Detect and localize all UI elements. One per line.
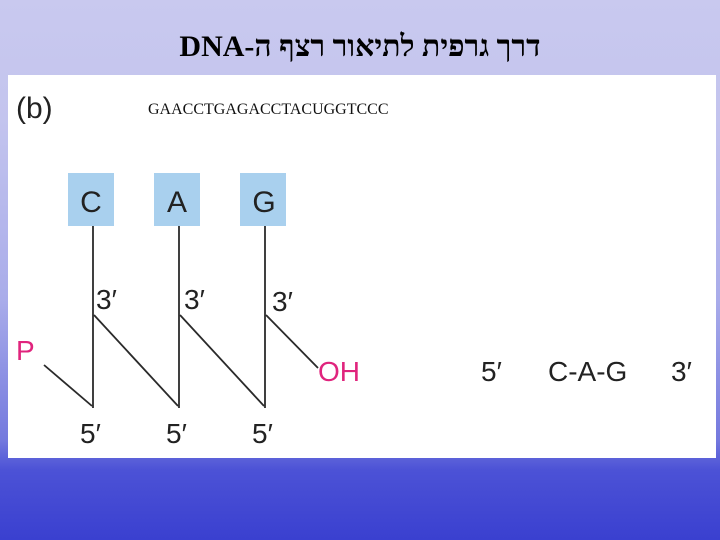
slide-title: דרך גרפית לתיאור רצף ה-DNA (179, 30, 541, 63)
phosphate-link-1 (93, 314, 179, 407)
sequence-text: GAACCTGAGACCTACUGGTCCC (148, 101, 389, 118)
base-box-2 (154, 173, 200, 226)
phosphate-link-end (265, 314, 319, 369)
five-prime-label-2: 5′ (166, 418, 187, 449)
base-box-3 (240, 173, 286, 226)
figure-panel: (b) GAACCTGAGACCTACUGGTCCC C A G 3′ 3′ 3… (8, 75, 716, 458)
three-prime-label-2: 3′ (184, 284, 205, 315)
panel-label: (b) (16, 92, 53, 125)
base-letter-2: A (167, 186, 187, 219)
five-prime-label-3: 5′ (252, 418, 273, 449)
hydroxyl-end-label: OH (318, 356, 360, 387)
notation-sequence: C-A-G (548, 356, 627, 387)
five-prime-label-1: 5′ (80, 418, 101, 449)
notation-five-prime: 5′ (481, 356, 502, 387)
base-box-1 (68, 173, 114, 226)
phosphate-link-start (43, 364, 93, 407)
base-letter-3: G (252, 186, 275, 219)
dna-strand-diagram: (b) GAACCTGAGACCTACUGGTCCC C A G 3′ 3′ 3… (16, 92, 692, 449)
phosphate-link-2 (179, 314, 265, 407)
phosphate-end-label: P (16, 335, 35, 366)
notation-three-prime: 3′ (671, 356, 692, 387)
three-prime-label-1: 3′ (96, 284, 117, 315)
three-prime-label-3: 3′ (272, 286, 293, 317)
base-letter-1: C (80, 186, 102, 219)
